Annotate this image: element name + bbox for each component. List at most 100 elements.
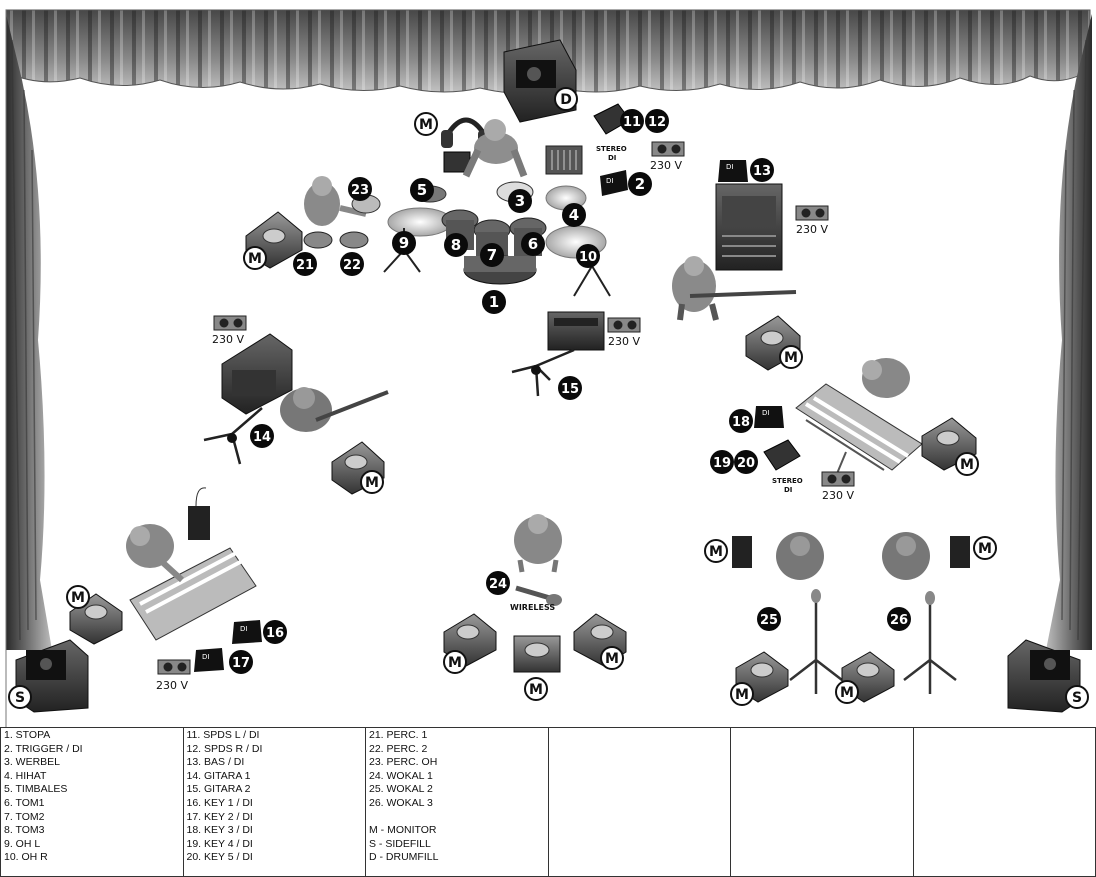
patch-entry: 24. WOKAL 1 (369, 770, 545, 784)
patch-entry: 5. TIMBALES (4, 783, 180, 797)
patch-col-2: 11. SPDS L / DI12. SPDS R / DI13. BAS / … (183, 728, 366, 877)
patch-entry: 20. KEY 5 / DI (187, 851, 363, 865)
patch-entry: 19. KEY 4 / DI (187, 838, 363, 852)
badge-number: 24 (489, 577, 507, 592)
patch-entry: 9. OH L (4, 838, 180, 852)
marker-letter: M (529, 682, 543, 698)
di-box-2: DI (600, 170, 628, 196)
badge-13: 13 (750, 158, 774, 182)
badge-6: 6 (521, 232, 545, 256)
badge-10: 10 (576, 244, 600, 268)
badge-number: 26 (890, 613, 908, 628)
marker-sidefill-left: S (9, 686, 31, 708)
badge-7: 7 (480, 243, 504, 267)
patch-entry (369, 811, 545, 825)
patch-entry: 17. KEY 2 / DI (187, 811, 363, 825)
patch-entry: 2. TRIGGER / DI (4, 743, 180, 757)
guitarist-figure (280, 387, 388, 432)
di-box-18: DI (754, 406, 784, 428)
patch-entry: 12. SPDS R / DI (187, 743, 363, 757)
marker-letter: M (248, 251, 262, 267)
patch-col-6 (913, 728, 1096, 877)
badge-number: 1 (489, 293, 499, 311)
badge-number: 7 (487, 246, 497, 264)
patch-col-5 (731, 728, 914, 877)
badge-number: 17 (232, 656, 250, 671)
right-curtain (1046, 14, 1092, 650)
badge-9: 9 (392, 231, 416, 255)
badge-number: 20 (737, 456, 755, 471)
wireless-label: WIRELESS (510, 603, 555, 612)
marker-monitor-iem-vocal3: M (974, 537, 996, 559)
badge-number: 21 (296, 258, 314, 273)
iem-pack-vocal3 (950, 536, 970, 568)
patch-entry: 22. PERC. 2 (369, 743, 545, 757)
badge-number: 25 (760, 613, 778, 628)
marker-monitor-vocal1-right: M (601, 647, 623, 669)
badge-19: 19 (710, 450, 734, 474)
marker-letter: D (560, 92, 572, 108)
badge-12: 12 (645, 109, 669, 133)
badge-22: 22 (340, 252, 364, 276)
iem-pack-keys (188, 488, 210, 540)
badge-number: 4 (569, 206, 579, 224)
marker-letter: M (978, 541, 992, 557)
stereo-di-label-top: STEREO (596, 145, 627, 153)
marker-letter: M (709, 544, 723, 560)
patch-entry: 18. KEY 3 / DI (187, 824, 363, 838)
power-outlet-guitar2: 230 V (608, 318, 640, 348)
patch-entry: 10. OH R (4, 851, 180, 865)
patch-entry: 21. PERC. 1 (369, 729, 545, 743)
stereo-di-label-bottom-2: DI (784, 486, 792, 494)
vocalist2-figure (776, 532, 824, 580)
marker-letter: M (71, 590, 85, 606)
marker-monitor-iem-vocal2: M (705, 540, 727, 562)
marker-monitor-vocal3: M (836, 681, 858, 703)
marker-monitor-guitar1: M (361, 471, 383, 493)
badge-3: 3 (508, 189, 532, 213)
badge-number: 8 (451, 236, 461, 254)
marker-monitor-perc: M (244, 247, 266, 269)
marker-letter: M (605, 651, 619, 667)
marker-monitor-vocal2: M (731, 683, 753, 705)
marker-letter: M (365, 475, 379, 491)
power-outlet-drums: 230 V (650, 142, 684, 172)
badge-number: 15 (561, 382, 579, 397)
badge-4: 4 (562, 203, 586, 227)
di-box-16: DI (232, 620, 262, 644)
di-label-13: DI (726, 163, 733, 171)
marker-letter: M (960, 457, 974, 473)
stereo-di-label-bottom: DI (608, 154, 616, 162)
badge-24: 24 (486, 571, 510, 595)
badge-23: 23 (348, 177, 372, 201)
guitar2-amp (548, 312, 604, 350)
patch-entry: 1. STOPA (4, 729, 180, 743)
marker-monitor-vocal1-center: M (525, 678, 547, 700)
power-outlet-bass: 230 V (796, 206, 828, 236)
stereo-di-label-top-2: STEREO (772, 477, 803, 485)
marker-letter: S (1072, 690, 1082, 706)
marker-monitor-drums: M (415, 113, 437, 135)
badge-2: 2 (628, 172, 652, 196)
di-label-17: DI (202, 653, 209, 661)
badge-number: 14 (253, 430, 271, 445)
patch-entry: 16. KEY 1 / DI (187, 797, 363, 811)
patch-entry: 26. WOKAL 3 (369, 797, 545, 811)
patch-entry: 23. PERC. OH (369, 756, 545, 770)
power-outlet-keys-right: 230 V (822, 472, 854, 502)
drummer-figure (466, 119, 524, 176)
badge-number: 3 (515, 192, 525, 210)
patch-entry: 13. BAS / DI (187, 756, 363, 770)
badge-16: 16 (263, 620, 287, 644)
badge-number: 23 (351, 183, 369, 198)
power-label-guitar1: 230 V (212, 333, 244, 346)
badge-8: 8 (444, 233, 468, 257)
marker-monitor-keys-right: M (956, 453, 978, 475)
marker-letter: M (448, 655, 462, 671)
badge-15: 15 (558, 376, 582, 400)
patch-entry: 25. WOKAL 2 (369, 783, 545, 797)
patch-entry: 15. GITARA 2 (187, 783, 363, 797)
